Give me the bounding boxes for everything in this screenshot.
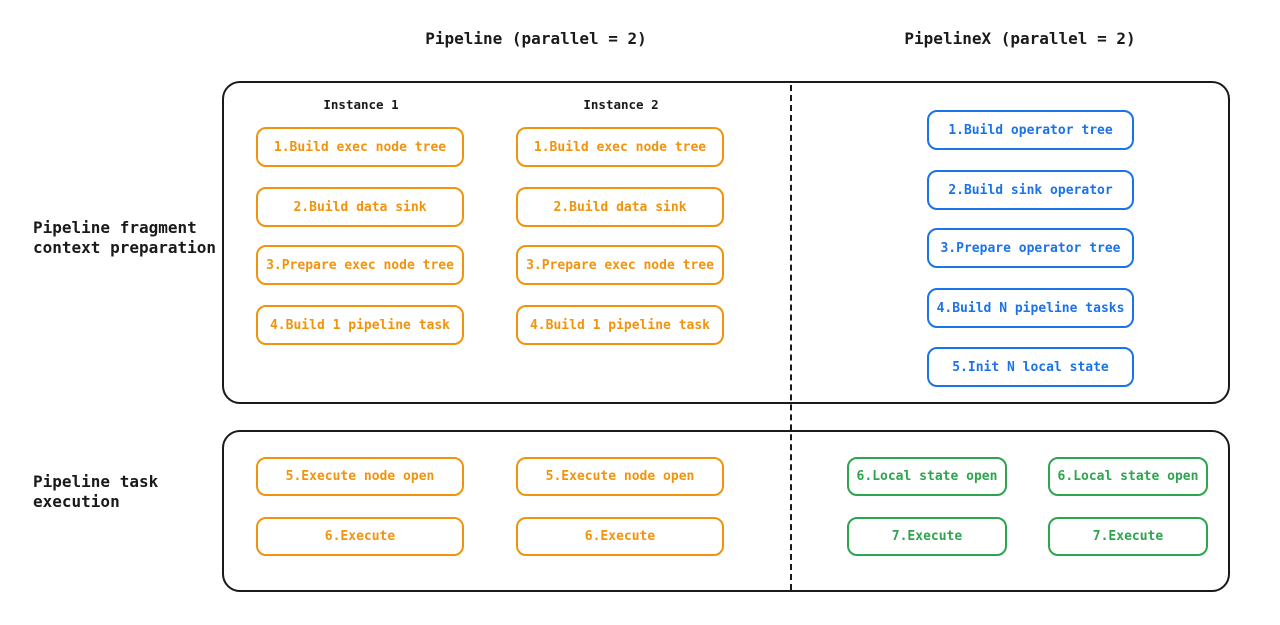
pipeline-i2-prep-step-4: 4.Build 1 pipeline task [516, 305, 724, 345]
pipeline-i1-prep-step-4: 4.Build 1 pipeline task [256, 305, 464, 345]
pipeline-i2-prep-step-1: 1.Build exec node tree [516, 127, 724, 167]
pipeline-i2-prep-step-3: 3.Prepare exec node tree [516, 245, 724, 285]
pipeline-i2-exec-step-2: 6.Execute [516, 517, 724, 556]
pipelinex-title: PipelineX (parallel = 2) [904, 29, 1136, 48]
pipelinex-prep-step-2: 2.Build sink operator [927, 170, 1134, 210]
instance-2-label: Instance 2 [583, 97, 659, 112]
pipelinex-prep-step-1: 1.Build operator tree [927, 110, 1134, 150]
pipelinex-task2-exec-step-2: 7.Execute [1048, 517, 1208, 556]
pipelinex-task1-exec-step-2: 7.Execute [847, 517, 1007, 556]
pipelinex-prep-step-3: 3.Prepare operator tree [927, 228, 1134, 268]
execution-section-label: Pipeline task execution [33, 472, 159, 511]
pipelinex-task2-exec-step-1: 6.Local state open [1048, 457, 1208, 496]
pipeline-i1-prep-step-2: 2.Build data sink [256, 187, 464, 227]
pipeline-pipelinex-divider [790, 85, 792, 590]
pipeline-title: Pipeline (parallel = 2) [425, 29, 647, 48]
pipeline-i2-prep-step-2: 2.Build data sink [516, 187, 724, 227]
pipeline-i2-exec-step-1: 5.Execute node open [516, 457, 724, 496]
instance-1-label: Instance 1 [323, 97, 399, 112]
pipeline-i1-exec-step-2: 6.Execute [256, 517, 464, 556]
execution-frame [222, 430, 1230, 592]
preparation-section-label: Pipeline fragment context preparation [33, 218, 217, 257]
pipeline-i1-prep-step-3: 3.Prepare exec node tree [256, 245, 464, 285]
pipeline-i1-prep-step-1: 1.Build exec node tree [256, 127, 464, 167]
preparation-frame [222, 81, 1230, 404]
pipelinex-prep-step-5: 5.Init N local state [927, 347, 1134, 387]
pipelinex-task1-exec-step-1: 6.Local state open [847, 457, 1007, 496]
pipelinex-prep-step-4: 4.Build N pipeline tasks [927, 288, 1134, 328]
pipeline-i1-exec-step-1: 5.Execute node open [256, 457, 464, 496]
